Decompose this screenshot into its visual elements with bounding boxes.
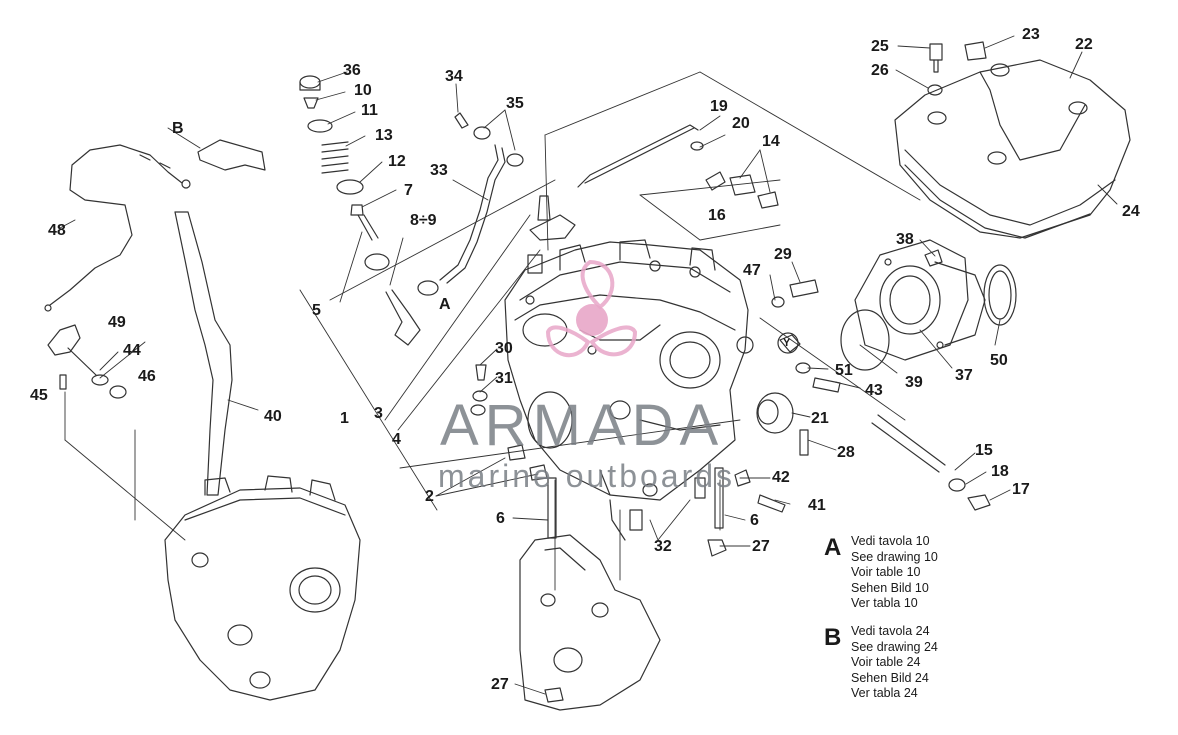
callout-49: 49	[108, 314, 126, 331]
callout-50: 50	[990, 352, 1008, 369]
callout-16: 16	[708, 207, 726, 224]
decompressor-parts	[47, 324, 127, 399]
callout-40: 40	[264, 408, 282, 425]
callout-1: 1	[340, 410, 349, 427]
legend-B-line: Vedi tavola 24	[851, 624, 930, 638]
legend-B-line: Sehen Bild 24	[851, 670, 929, 685]
callout-51: 51	[835, 362, 853, 379]
callout-31: 31	[495, 370, 513, 387]
legend-A-line: Ver tabla 10	[851, 596, 918, 610]
callout-13: 13	[375, 127, 393, 144]
callout-48: 48	[48, 222, 66, 239]
callout-A: A	[439, 296, 451, 313]
callout-38: 38	[896, 231, 914, 248]
legend-letter-B: B	[824, 624, 842, 651]
legend-B-line: See drawing 24	[851, 639, 938, 654]
callout-32: 32	[654, 538, 672, 555]
left-cylinder-head	[164, 475, 361, 701]
callout-24: 24	[1122, 203, 1140, 220]
callout-8-9: 8÷9	[410, 212, 437, 229]
callout-25: 25	[871, 38, 889, 55]
callout-15: 15	[975, 442, 993, 459]
legend-A-line: See drawing 10	[851, 549, 938, 564]
callout-5: 5	[312, 302, 321, 319]
callout-36: 36	[343, 62, 361, 79]
callout-33: 33	[430, 162, 448, 179]
callout-18: 18	[991, 463, 1009, 480]
callout-20: 20	[732, 115, 750, 132]
callout-42: 42	[772, 469, 790, 486]
armada-logo-icon	[545, 259, 638, 358]
callout-B: B	[172, 120, 184, 137]
oil-line	[417, 112, 524, 296]
callout-30: 30	[495, 340, 513, 357]
callout-37: 37	[955, 367, 973, 384]
bearing-21	[756, 392, 794, 434]
callout-43: 43	[865, 382, 883, 399]
callout-2: 2	[425, 488, 434, 505]
callout-21: 21	[811, 410, 829, 427]
watermark-brand: ARMADA	[440, 393, 725, 458]
legend-B-line: Voir table 24	[851, 655, 921, 669]
callout-14: 14	[762, 133, 780, 150]
cable-bracket	[197, 139, 266, 171]
callout-44: 44	[123, 342, 141, 359]
legend-A-line: Sehen Bild 10	[851, 580, 929, 595]
callout-35: 35	[506, 95, 524, 112]
watermark-subtitle: marine outboards	[438, 458, 736, 494]
callout-4: 4	[392, 431, 401, 448]
callout-22: 22	[1075, 36, 1093, 53]
intake-manifold	[840, 239, 1017, 371]
callout-47: 47	[743, 262, 761, 279]
callout-46: 46	[138, 368, 156, 385]
callout-11: 11	[361, 102, 378, 119]
callout-6-left: 6	[496, 510, 505, 527]
callout-27-bottom: 27	[491, 676, 509, 693]
shaft-15	[871, 414, 991, 511]
legend-A-line: Vedi tavola 10	[851, 534, 930, 548]
callout-27-right: 27	[752, 538, 770, 555]
callout-34: 34	[445, 68, 463, 85]
callout-19: 19	[710, 98, 728, 115]
callout-23: 23	[1022, 26, 1040, 43]
callout-41: 41	[808, 497, 826, 514]
callout-26: 26	[871, 62, 889, 79]
callout-7: 7	[404, 182, 413, 199]
callout-45: 45	[30, 387, 48, 404]
cylinder-head	[504, 239, 754, 501]
hardware-bits	[470, 41, 987, 703]
chain-guide	[174, 211, 233, 496]
callout-17: 17	[1012, 481, 1030, 498]
valve-cover	[894, 59, 1131, 239]
callout-29: 29	[774, 246, 792, 263]
callout-12: 12	[388, 153, 406, 170]
valve-spring-stack	[299, 75, 421, 346]
legend-A-line: Voir table 10	[851, 565, 921, 579]
lower-cylinder-block	[519, 499, 661, 711]
callout-6-right: 6	[750, 512, 759, 529]
callout-Y: Y	[783, 337, 791, 349]
cable-assembly	[44, 144, 191, 312]
callout-3: 3	[374, 405, 383, 422]
legend-letter-A: A	[824, 534, 842, 561]
callout-28: 28	[837, 444, 855, 461]
callout-39: 39	[905, 374, 923, 391]
legend-B-line: Ver tabla 24	[851, 686, 918, 700]
callout-10: 10	[354, 82, 372, 99]
